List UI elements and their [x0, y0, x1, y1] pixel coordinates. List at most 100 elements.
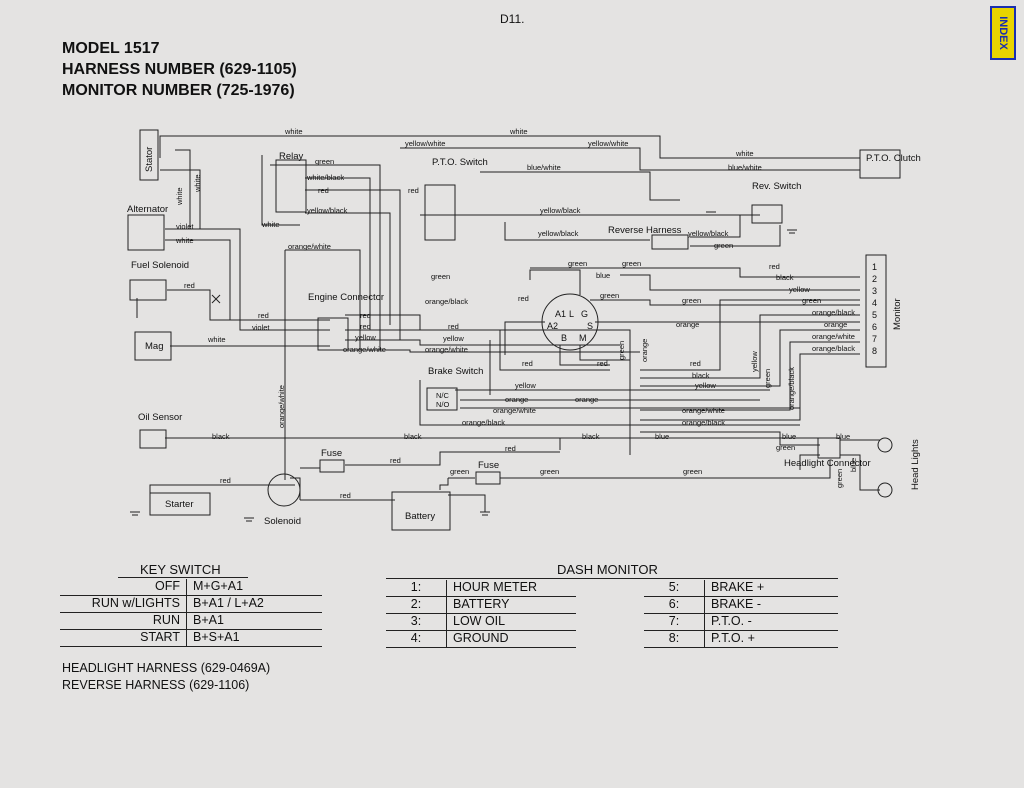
mag-label: Mag — [145, 341, 163, 352]
wire-label: red — [258, 311, 269, 320]
monitor-pin: 8 — [872, 346, 877, 356]
wire-label: orange/white — [343, 345, 386, 354]
wire-label: green — [714, 241, 733, 250]
key-position: START — [60, 630, 187, 646]
dash-monitor-table-title: DASH MONITOR — [557, 562, 658, 577]
monitor-pin: 5 — [872, 310, 877, 320]
wire-label: yellow — [515, 381, 536, 390]
wires — [130, 135, 880, 522]
table-rule — [118, 577, 248, 578]
monitor-pin: 6 — [872, 322, 877, 332]
wire-label: white — [175, 187, 184, 206]
wire-label: blue/white — [527, 163, 561, 172]
wire — [345, 329, 610, 371]
wire — [640, 299, 860, 371]
monitor-pin-number: 6: — [644, 597, 705, 613]
headlight-connector-label: Headlight Connector — [784, 458, 871, 469]
table-row: 5: BRAKE + — [644, 580, 838, 597]
wire-label: yellow/black — [688, 229, 729, 238]
wire-label: red — [360, 311, 371, 320]
brake-switch-label: Brake Switch — [428, 366, 483, 377]
wire-label: green — [617, 341, 626, 360]
brake-switch-box — [426, 387, 458, 411]
wire-label: red — [318, 186, 329, 195]
wire-label: black — [212, 432, 230, 441]
wire-label: blue — [782, 432, 796, 441]
headlight-lamp — [877, 482, 893, 498]
key-connections: B+S+A1 — [193, 630, 240, 644]
alternator-label: Alternator — [127, 204, 168, 215]
monitor-pin-number: 7: — [644, 614, 705, 630]
wire — [345, 339, 620, 346]
wire-label: white — [284, 127, 303, 136]
wire-label: yellow — [355, 333, 376, 342]
wire-label: green — [682, 296, 701, 305]
monitor-pin-number: 3: — [386, 614, 447, 630]
wire — [345, 451, 560, 466]
reverse-harness-box — [651, 234, 689, 250]
wire-label: orange — [824, 320, 847, 329]
wire-label: blue — [596, 271, 610, 280]
wire — [799, 454, 820, 470]
brake-no-label: N/O — [436, 400, 450, 409]
monitor-function: HOUR METER — [453, 580, 538, 594]
oil-sensor-box — [139, 429, 167, 449]
dash-monitor-right: 5: BRAKE + 6: BRAKE - 7: P.T.O. - 8: P.T… — [644, 580, 838, 648]
fuel-solenoid-label: Fuel Solenoid — [131, 260, 189, 271]
wire-label: red — [522, 359, 533, 368]
wire — [500, 460, 831, 479]
wire-label: green — [540, 467, 559, 476]
wire — [159, 135, 860, 159]
wire — [640, 431, 820, 446]
table-row: 7: P.T.O. - — [644, 614, 838, 631]
key-position: OFF — [60, 579, 187, 595]
wire — [640, 353, 860, 421]
monitor-pin: 4 — [872, 298, 877, 308]
wire-label: violet — [252, 323, 270, 332]
key-position: RUN w/LIGHTS — [60, 596, 187, 612]
wire — [590, 299, 860, 306]
alternator-box — [127, 214, 165, 251]
table-row: START B+S+A1 — [60, 630, 322, 647]
wire-label: green — [763, 369, 772, 388]
wire-label: red — [340, 491, 351, 500]
wire — [620, 274, 860, 291]
wire — [504, 222, 650, 241]
components — [127, 129, 901, 531]
monitor-function: BATTERY — [453, 597, 510, 611]
wire-label: orange — [676, 320, 699, 329]
wire-label: orange/white — [493, 406, 536, 415]
fuse2-label: Fuse — [478, 460, 499, 471]
brake-nc-label: N/C — [436, 391, 450, 400]
battery-box — [391, 491, 451, 531]
model-title: MODEL 1517 — [62, 40, 160, 57]
pto-switch-label: P.T.O. Switch — [432, 157, 488, 168]
wire-label: yellow — [750, 351, 759, 372]
engine-connector-label: Engine Connector — [308, 292, 384, 303]
index-button[interactable]: INDEX — [990, 6, 1016, 60]
wire-label: orange/white — [288, 242, 331, 251]
oil-sensor-label: Oil Sensor — [138, 412, 182, 423]
wire-label: white — [261, 220, 280, 229]
wire-label: yellow/black — [307, 206, 348, 215]
wire-label: blue — [836, 432, 850, 441]
wire-label: blue — [655, 432, 669, 441]
wire-label: orange/black — [425, 297, 468, 306]
table-row: 6: BRAKE - — [644, 597, 838, 614]
monitor-function: GROUND — [453, 631, 509, 645]
wire — [165, 239, 231, 320]
wire-label: white — [207, 335, 226, 344]
wire-label: orange/black — [812, 308, 855, 317]
component-labels: Stator Alternator Fuel Solenoid Mag Oil … — [127, 147, 921, 527]
monitor-pin-number: 1: — [386, 580, 447, 596]
wire — [640, 329, 860, 387]
wire-label: orange/white — [812, 332, 855, 341]
wire — [419, 380, 800, 426]
monitor-function: BRAKE + — [711, 580, 765, 594]
wire — [305, 189, 401, 340]
wire-label: yellow/white — [405, 139, 445, 148]
wire — [840, 454, 880, 491]
table-row: 8: P.T.O. + — [644, 631, 838, 648]
fuse1-box — [319, 459, 345, 473]
monitor-function: P.T.O. + — [711, 631, 755, 645]
